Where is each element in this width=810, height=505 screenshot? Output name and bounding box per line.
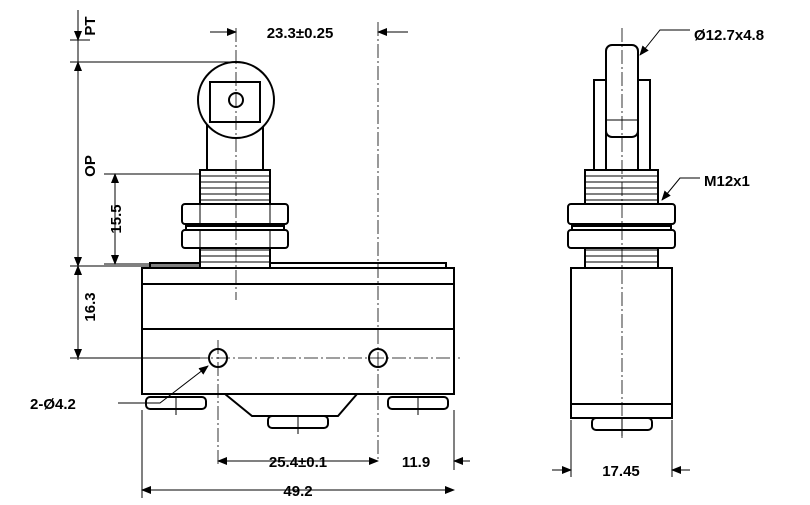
dim-15-5-label: 15.5 (108, 204, 125, 233)
dimension-lines (70, 10, 700, 498)
side-width-label: 17.45 (602, 463, 640, 480)
dim-16-3-label: 16.3 (82, 292, 99, 321)
side-view (567, 44, 676, 436)
thread-label: M12x1 (704, 173, 750, 190)
front-view (141, 61, 455, 434)
terminal-left (145, 396, 207, 415)
hole-spacing-label: 25.4±0.1 (269, 454, 327, 471)
op-label: OP (82, 155, 99, 177)
roller-size-label: Ø12.7x4.8 (694, 27, 764, 44)
terminal-right (387, 396, 449, 415)
hex-nut-lower (181, 229, 289, 249)
body-length-label: 49.2 (283, 483, 312, 500)
side-body (570, 267, 673, 419)
mounting-holes-label: 2-Ø4.2 (30, 396, 76, 413)
hole-to-edge-label: 11.9 (402, 454, 430, 471)
center-lines (150, 22, 623, 466)
roller-offset-label: 23.3±0.25 (267, 25, 334, 42)
terminal-middle (267, 415, 329, 434)
hex-nut-upper (181, 203, 289, 225)
switch-body (141, 262, 455, 417)
side-hex-nuts (567, 203, 676, 249)
pt-label: PT (82, 16, 99, 35)
